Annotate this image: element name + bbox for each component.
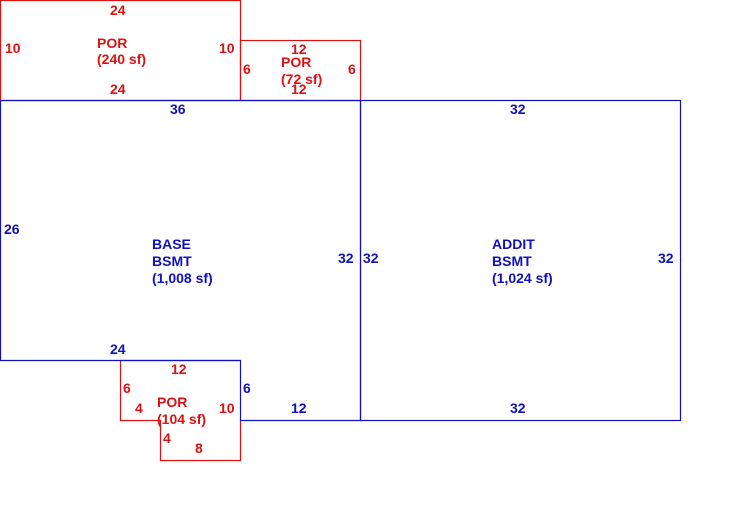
dim-addit-right: 32 [658, 250, 674, 266]
base-bsmt-label: BASE BSMT (1,008 sf) [152, 236, 213, 286]
dim-por72-bottom: 12 [291, 81, 307, 97]
dim-por240-top: 24 [110, 2, 126, 18]
dim-por72-top: 12 [291, 41, 307, 57]
dim-por104-lower-left: 4 [163, 430, 171, 446]
porch-104-label: POR (104 sf) [157, 394, 206, 427]
dim-por104-left: 6 [123, 380, 131, 396]
porch-72-label: POR (72 sf) [281, 54, 322, 87]
dim-por72-left: 6 [243, 61, 251, 77]
addit-bsmt-label: ADDIT BSMT (1,024 sf) [492, 236, 553, 286]
dim-addit-left: 32 [363, 250, 379, 266]
dim-por240-right: 10 [219, 40, 235, 56]
dim-por104-step: 4 [135, 400, 143, 416]
dim-por240-bottom: 24 [110, 81, 126, 97]
dim-base-right-low: 6 [243, 380, 251, 396]
addit-bsmt-outline [359, 99, 682, 422]
dim-addit-bottom: 32 [510, 400, 526, 416]
dim-base-top: 36 [170, 101, 186, 117]
dim-por104-top: 12 [171, 361, 187, 377]
dim-base-right: 32 [338, 250, 354, 266]
dim-base-bottom-right: 12 [291, 400, 307, 416]
dim-base-bottom: 24 [110, 341, 126, 357]
dim-por72-right: 6 [348, 61, 356, 77]
dim-base-left: 26 [4, 221, 20, 237]
dim-por104-right: 10 [219, 400, 235, 416]
dim-addit-top: 32 [510, 101, 526, 117]
dim-por240-left: 10 [5, 40, 21, 56]
dim-por104-bottom: 8 [195, 440, 203, 456]
porch-240-label: POR (240 sf) [97, 35, 146, 67]
